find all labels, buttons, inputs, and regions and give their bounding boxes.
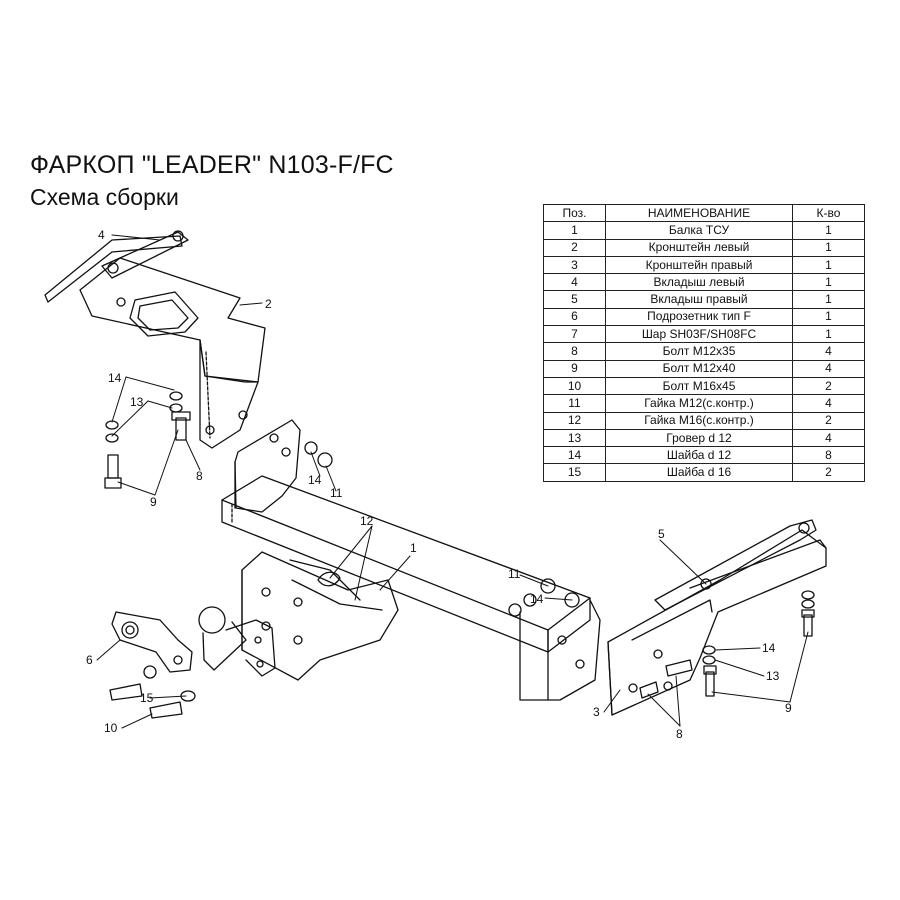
- cell-name: Подрозетник тип F: [605, 307, 793, 327]
- cell-name: Болт М12х40: [605, 359, 793, 378]
- diagram-title: ФАРКОП "LEADER" N103-F/FC: [30, 151, 394, 179]
- cell-quantity: 2: [792, 463, 865, 482]
- callout-labels: 4 2 14 13 8 9 14 11 12 1 11 14 5 14 13 9…: [86, 228, 792, 741]
- callout-13-left: 13: [130, 395, 144, 409]
- callout-9-right: 9: [785, 701, 792, 715]
- callout-14-right: 14: [530, 592, 544, 606]
- callout-2: 2: [265, 297, 272, 311]
- callout-12: 12: [360, 514, 374, 528]
- tow-bar-beam-part: [221, 419, 601, 701]
- callout-3: 3: [593, 705, 600, 719]
- callout-14-beam: 14: [308, 473, 322, 487]
- left-bracket-part: [44, 230, 266, 449]
- socket-holder-part: [111, 611, 193, 673]
- callout-11-right: 11: [508, 567, 521, 581]
- callout-4: 4: [98, 228, 105, 242]
- cell-quantity: 8: [792, 446, 865, 465]
- callout-9-left: 9: [150, 495, 157, 509]
- fasteners: [104, 391, 815, 719]
- leader-lines: [96, 234, 809, 729]
- parts-table-header-row: Поз. НАИМЕНОВАНИЕ К-во: [543, 203, 865, 223]
- cell-name: Болт М16х45: [605, 376, 793, 396]
- callout-8-left: 8: [196, 469, 203, 483]
- tow-ball-part: [198, 606, 276, 677]
- callout-8-right: 8: [676, 727, 683, 741]
- callout-5: 5: [658, 527, 665, 541]
- cell-name: Вкладыш левый: [605, 273, 793, 292]
- cell-name: Вкладыш правый: [605, 290, 793, 309]
- cell-name: Шайба d 16: [605, 463, 793, 482]
- callout-11-beam: 11: [330, 486, 343, 500]
- callout-15: 15: [140, 691, 154, 705]
- callout-14-left: 14: [108, 371, 122, 385]
- cell-name: Кронштейн левый: [605, 238, 793, 257]
- callout-10: 10: [104, 721, 118, 735]
- header-position: Поз.: [543, 203, 606, 223]
- callout-1: 1: [410, 541, 417, 555]
- diagram-subtitle: Схема сборки: [30, 184, 179, 210]
- cell-position: 11: [543, 394, 606, 413]
- right-bracket-part: [607, 519, 827, 716]
- callout-14-far: 14: [762, 641, 776, 655]
- callout-6: 6: [86, 653, 93, 667]
- callout-13-right: 13: [766, 669, 780, 683]
